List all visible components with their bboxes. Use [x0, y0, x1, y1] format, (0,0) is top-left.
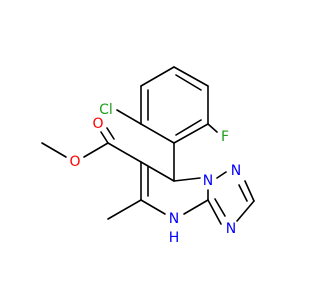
ester-group: [41, 127, 142, 163]
structure-canvas: Cl F O O N N N N H: [41, 66, 255, 246]
bond-c-oester: [83, 142, 109, 158]
bond-ar3-double: [175, 119, 202, 136]
pyrimidine-ring: [140, 161, 209, 215]
bond-c2-n3: [236, 200, 255, 222]
bond-n8-c7: [173, 177, 201, 182]
bond-c7-c6: [140, 161, 175, 182]
triazole-ring: [207, 171, 255, 225]
bond-c6-carbonyl: [107, 142, 142, 163]
bond-ar4: [140, 123, 175, 144]
bond-co-double-a: [100, 131, 109, 144]
atom-n-triazole-top: N: [231, 163, 241, 179]
bond-ar1-double: [175, 74, 202, 91]
bond-c-cl: [116, 109, 142, 125]
atom-n-triazole-right: N: [226, 221, 236, 237]
bond-c5-methyl: [107, 199, 142, 220]
atom-nh-hydrogen: H: [169, 230, 180, 246]
atom-nh: N: [169, 211, 179, 227]
bond-n2-c2-double: [238, 184, 248, 202]
bond-n1-n2: [216, 171, 227, 179]
bond-co-double-b: [106, 127, 115, 140]
atom-f: F: [221, 129, 229, 145]
bond-c5-n4: [140, 199, 166, 215]
bond-n3-c3a-double: [214, 198, 226, 217]
atom-o-carbonyl: O: [92, 116, 103, 132]
atom-cl: Cl: [99, 102, 113, 118]
bond-n2-c2: [244, 180, 255, 202]
bond-ar6: [140, 66, 175, 87]
atom-n-bridge: N: [203, 173, 213, 189]
bond-n4-c3a: [183, 199, 209, 215]
bond-c-f: [207, 123, 218, 133]
aryl-ring: [140, 66, 209, 144]
atom-o-ester: O: [69, 154, 80, 170]
molecule-drawing: Cl F O O N N N N H: [41, 66, 255, 246]
bond-oester-methyl: [41, 142, 67, 158]
bond-ar1: [173, 66, 209, 87]
bond-n3-c3a: [207, 199, 222, 225]
bond-ar3: [173, 123, 209, 144]
